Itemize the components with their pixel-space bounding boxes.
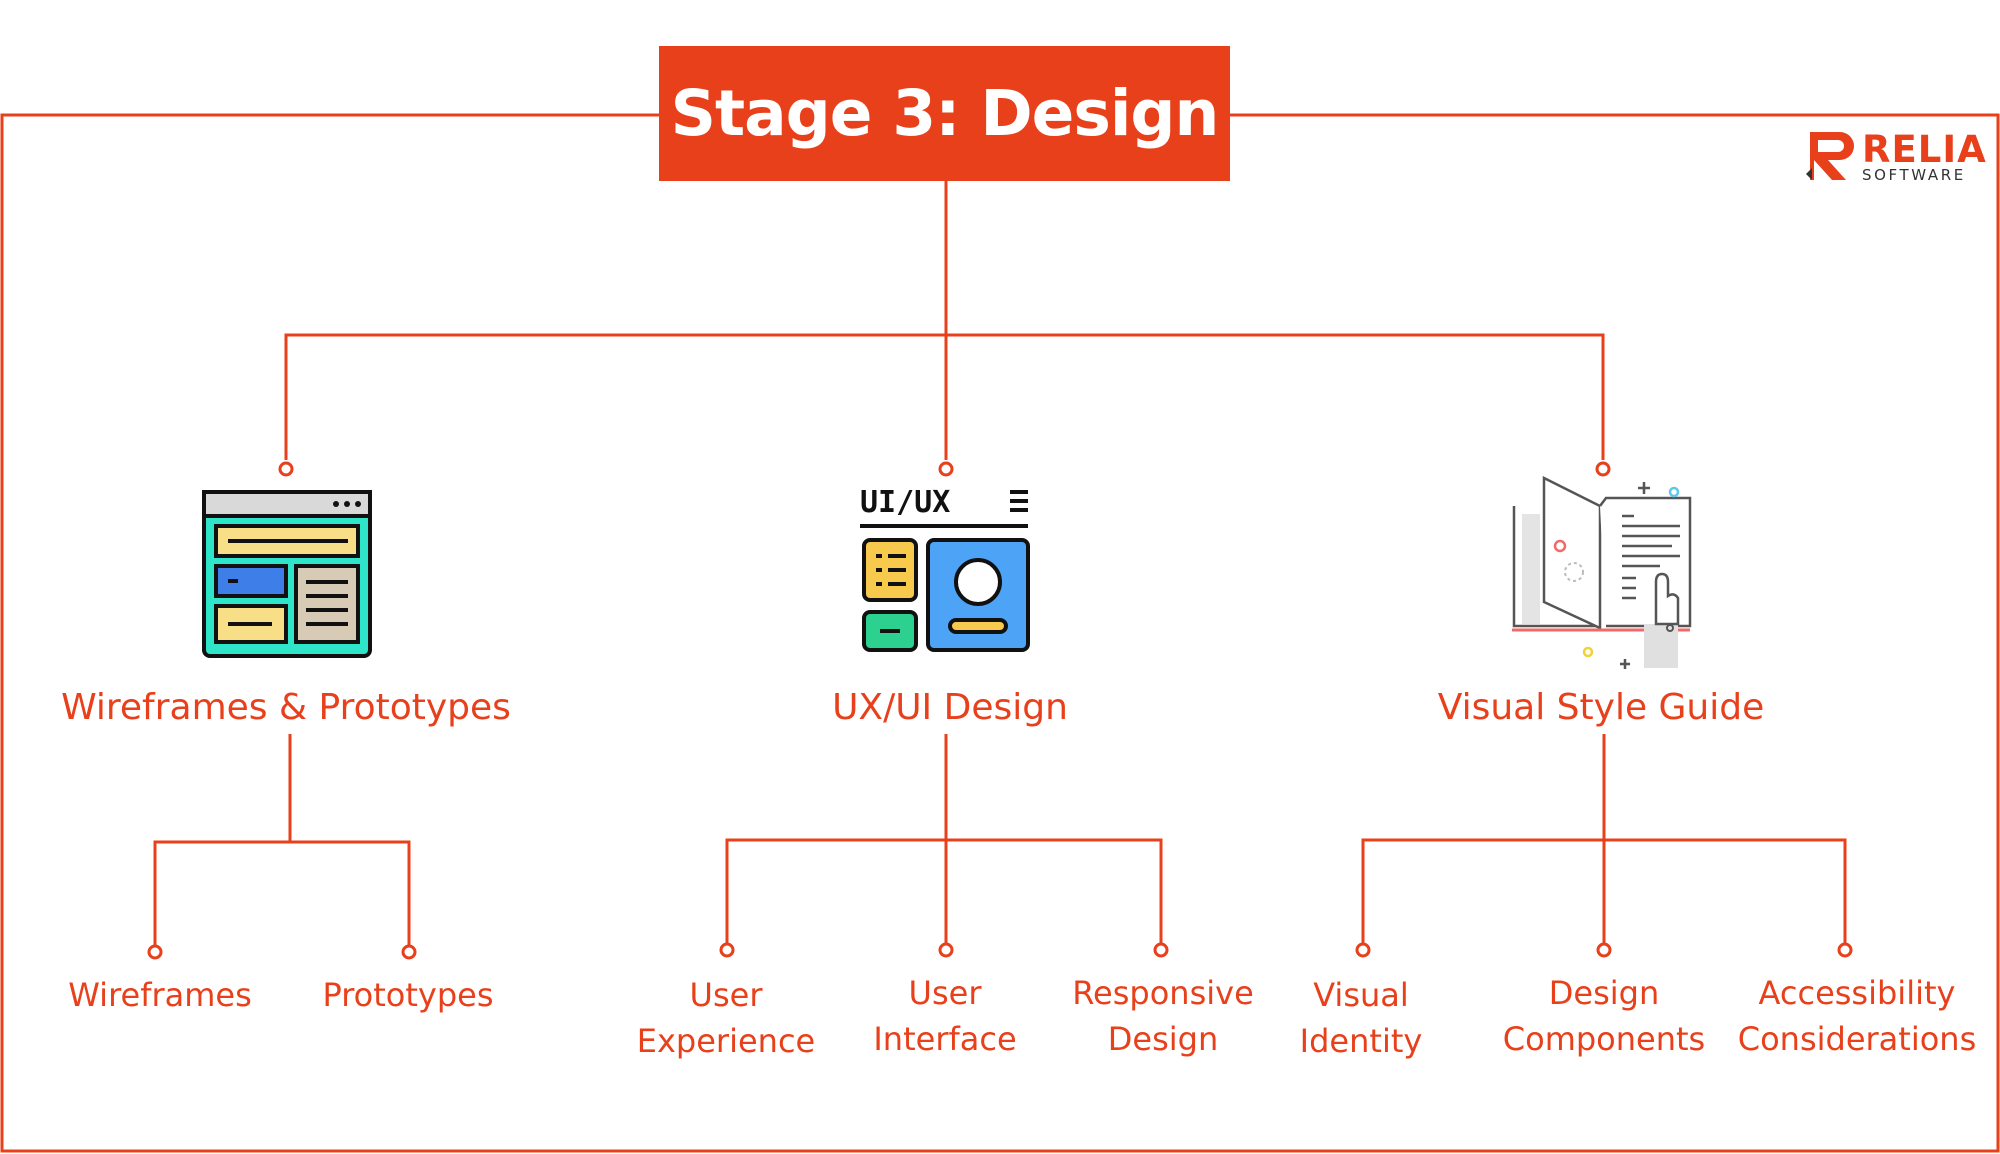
node-dot bbox=[401, 944, 417, 960]
node-dot bbox=[1355, 942, 1371, 958]
leaf-label-user-experience: User Experience bbox=[636, 976, 816, 1060]
style-guide-book-icon bbox=[1512, 476, 1692, 669]
node-dot bbox=[1596, 942, 1612, 958]
node-dot bbox=[1595, 461, 1611, 477]
stage-title-box: Stage 3: Design bbox=[659, 46, 1230, 181]
node-dot bbox=[1837, 942, 1853, 958]
relia-software-logo: RELIA SOFTWARE bbox=[1806, 128, 1986, 184]
leaf-label-visual-identity: Visual Identity bbox=[1299, 976, 1423, 1060]
wireframe-window-icon bbox=[202, 490, 372, 658]
relia-logo-mark-icon bbox=[1806, 132, 1854, 180]
ui-ux-icon-text: UI/UX bbox=[860, 485, 950, 520]
frame-border bbox=[0, 113, 2000, 1153]
ui-ux-layout-icon: UI/UX bbox=[860, 485, 1030, 652]
category-label-visual-style-guide: Visual Style Guide bbox=[1437, 687, 1765, 728]
node-dot bbox=[938, 942, 954, 958]
leaf-label-responsive-design: Responsive Design bbox=[1072, 974, 1254, 1058]
logo-subtitle: SOFTWARE bbox=[1862, 166, 1966, 184]
stage-title: Stage 3: Design bbox=[670, 77, 1220, 150]
leaf-label-prototypes: Prototypes bbox=[322, 976, 494, 1014]
node-dot bbox=[719, 942, 735, 958]
node-dot bbox=[938, 461, 954, 477]
node-dot bbox=[147, 944, 163, 960]
logo-wordmark: RELIA bbox=[1862, 128, 1987, 171]
category-label-wireframes-prototypes: Wireframes & Prototypes bbox=[61, 687, 511, 728]
level1-bus bbox=[284, 333, 1605, 460]
category-label-ux-ui-design: UX/UI Design bbox=[832, 687, 1068, 728]
leaf-label-user-interface: User Interface bbox=[873, 974, 1017, 1058]
leaf-label-design-components: Design Components bbox=[1502, 974, 1706, 1058]
leaf-label-wireframes: Wireframes bbox=[68, 976, 252, 1014]
node-dot bbox=[278, 461, 294, 477]
leaf-label-accessibility-considerations: Accessibility Considerations bbox=[1737, 974, 1977, 1058]
node-dot bbox=[1153, 942, 1169, 958]
